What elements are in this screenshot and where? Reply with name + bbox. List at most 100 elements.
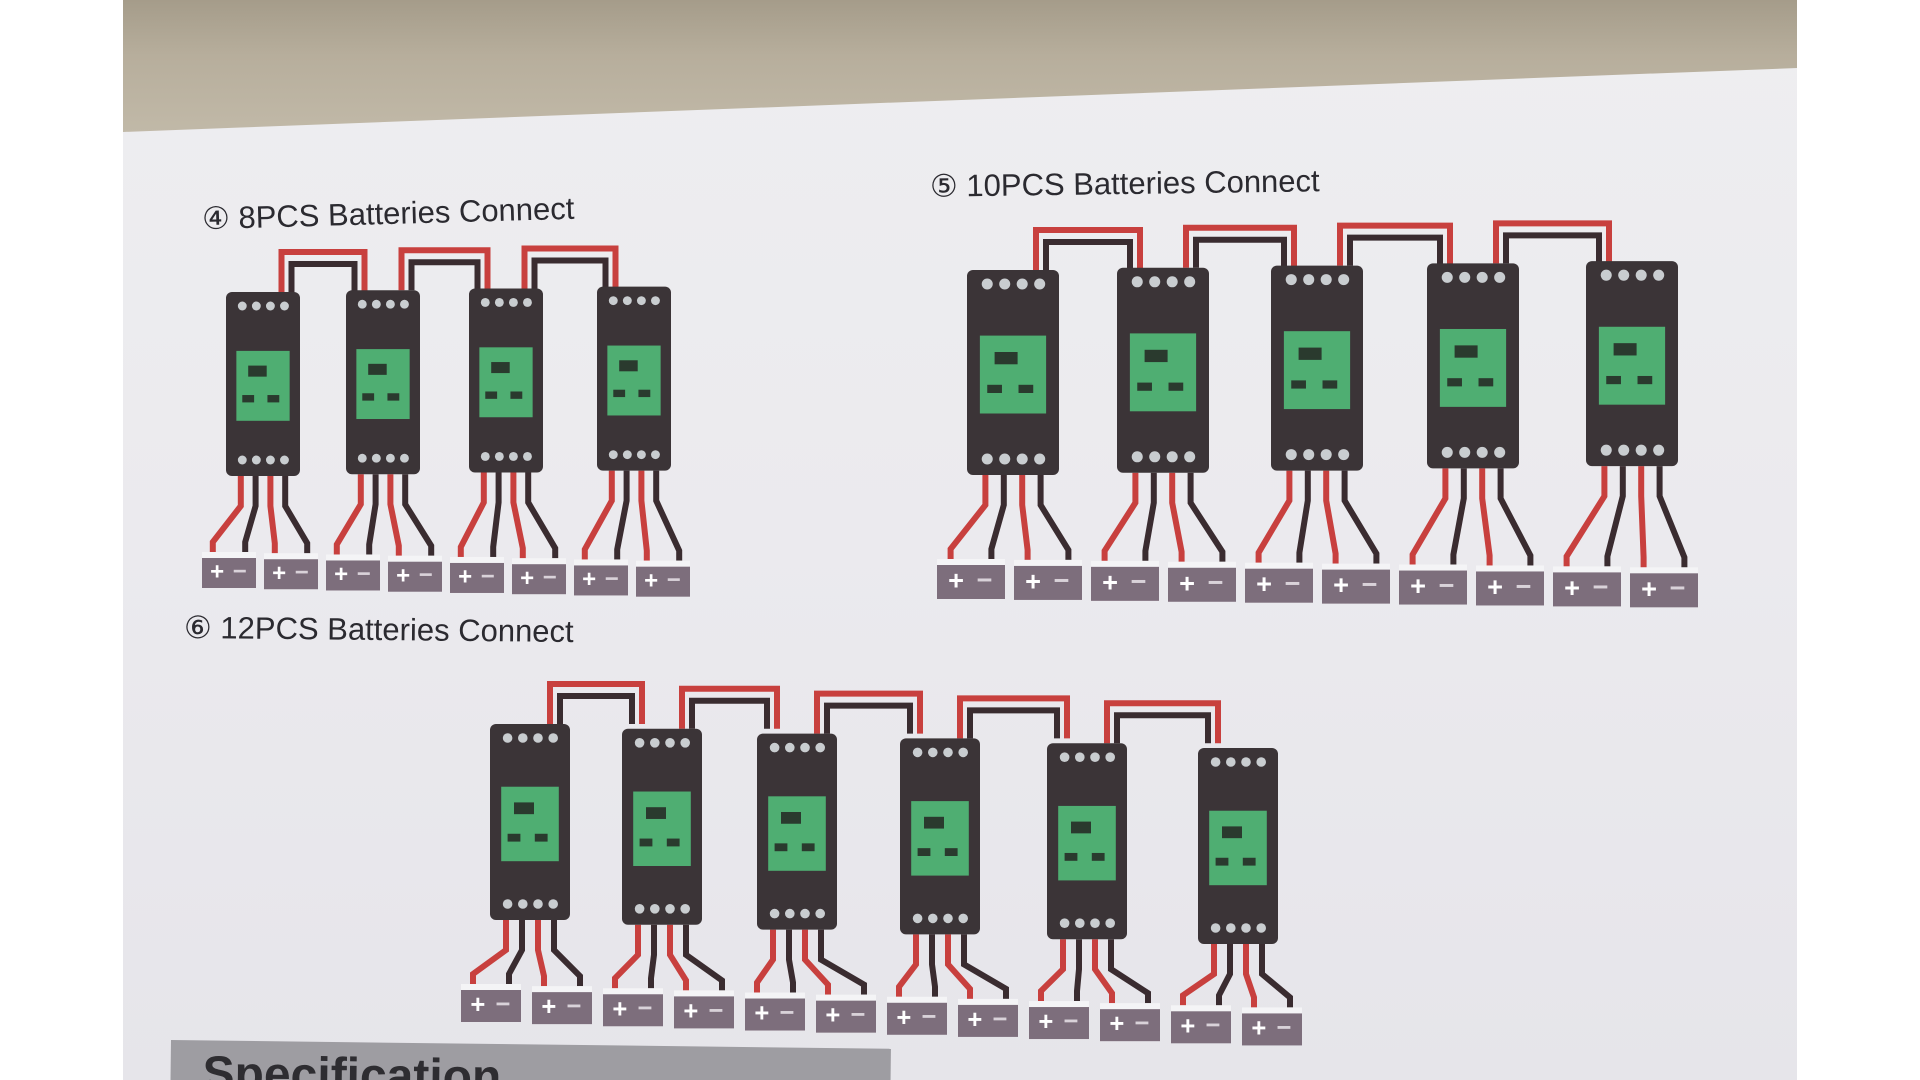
battery-wire-black [653, 470, 683, 561]
terminal-screw [981, 278, 993, 290]
battery-minus-label: − [638, 995, 653, 1023]
battery-wire-black [818, 929, 867, 995]
terminal-screw [1338, 449, 1350, 461]
battery-top [264, 553, 318, 562]
battery-wire-red [1038, 939, 1066, 1002]
lcd-screen [1283, 331, 1351, 410]
terminal-screw [385, 453, 395, 463]
battery-body [636, 566, 690, 597]
terminal-screw [650, 904, 660, 914]
battery-minus-label: − [357, 560, 371, 587]
lcd-digits [534, 833, 548, 842]
series-wire-black [1114, 712, 1211, 744]
battery-body [816, 1000, 876, 1033]
battery-wire-black [961, 934, 1009, 999]
battery: +− [202, 552, 256, 588]
battery-minus-label: − [1285, 567, 1301, 598]
balancer-device [1255, 265, 1380, 564]
battery-wire-red [667, 924, 689, 991]
battery-body [937, 565, 1005, 599]
terminal-screw [1285, 449, 1297, 461]
battery-plus-label: + [825, 1002, 840, 1030]
series-wire-red [1493, 220, 1612, 264]
battery-minus-label: − [419, 562, 433, 589]
terminal-screw [622, 450, 632, 460]
terminal-screw [1338, 274, 1350, 286]
terminal-screw [651, 296, 660, 306]
lcd-digits [1064, 852, 1078, 861]
battery-top [603, 988, 663, 997]
battery-plus-label: + [1038, 1008, 1053, 1036]
battery-minus-label: − [780, 999, 795, 1027]
terminal-screw [480, 298, 490, 307]
battery-wire-red [612, 924, 641, 989]
series-wire-red [521, 245, 619, 289]
terminal-screw [1320, 449, 1332, 461]
terminal-screw [1241, 757, 1251, 767]
battery-plus-label: + [396, 562, 410, 589]
battery-minus-label: − [295, 559, 309, 586]
battery-wire-black [614, 470, 630, 560]
battery-body [461, 990, 521, 1022]
battery-wire-red [1092, 939, 1115, 1004]
terminal-screw [800, 908, 810, 919]
battery-minus-label: − [993, 1005, 1008, 1033]
lcd-digits [987, 384, 1002, 393]
battery: +− [1171, 1005, 1231, 1044]
battery-top [1322, 563, 1390, 572]
series-wire-black [1347, 234, 1443, 266]
battery: +− [1242, 1007, 1302, 1046]
battery-top [202, 552, 256, 560]
battery-plus-label: + [683, 997, 698, 1025]
terminal-screw [1059, 918, 1070, 928]
battery-wire-black [1656, 466, 1688, 568]
battery: +− [512, 558, 566, 595]
balancer-device [896, 738, 1009, 999]
lcd-screen [479, 347, 533, 418]
battery: +− [1168, 561, 1236, 602]
series-wire-black [1043, 239, 1133, 270]
battery-wire-red [333, 474, 364, 555]
battery-wire-red [510, 472, 526, 559]
battery-wire-black [786, 929, 796, 993]
balancer-device [754, 733, 867, 995]
terminal-screw [371, 299, 381, 309]
terminal-screw [1653, 269, 1665, 281]
terminal-screw [1166, 276, 1178, 288]
lcd-digits [619, 360, 638, 372]
terminal-screw [1131, 451, 1143, 463]
battery-wire-red [1479, 468, 1493, 566]
terminal-screw [958, 747, 968, 758]
terminal-screw [1184, 451, 1196, 463]
terminal-screw [785, 908, 795, 919]
lcd-digits [485, 391, 498, 399]
balancer-device [612, 728, 725, 991]
battery-top [816, 994, 876, 1003]
battery-plus-label: + [1109, 1010, 1124, 1038]
battery-body [1029, 1007, 1089, 1040]
battery-plus-label: + [1564, 572, 1580, 603]
battery-wire-black [1341, 470, 1380, 564]
terminal-screw [1241, 923, 1251, 933]
battery-wire-red [896, 934, 919, 997]
lcd-digits [248, 365, 267, 377]
terminal-screw [912, 913, 923, 924]
battery-wire-black [1142, 472, 1157, 561]
battery: +− [1100, 1003, 1160, 1042]
terminal-screw [237, 455, 247, 465]
terminal-screw [1016, 278, 1028, 290]
balancer-device [947, 270, 1072, 560]
terminal-screw [1075, 752, 1085, 762]
terminal-screw [494, 452, 504, 461]
terminal-screw [769, 742, 780, 753]
terminal-screw [769, 908, 780, 919]
lcd-digits [801, 843, 815, 852]
battery-top [1029, 1001, 1089, 1010]
terminal-screw [1075, 918, 1085, 928]
terminal-screw [1090, 752, 1100, 762]
battery-wire-red [267, 476, 278, 554]
terminal-screw [958, 913, 968, 924]
battery-wire-red [1101, 472, 1139, 561]
lcd-digits [774, 843, 788, 852]
battery-top [1100, 1003, 1160, 1012]
